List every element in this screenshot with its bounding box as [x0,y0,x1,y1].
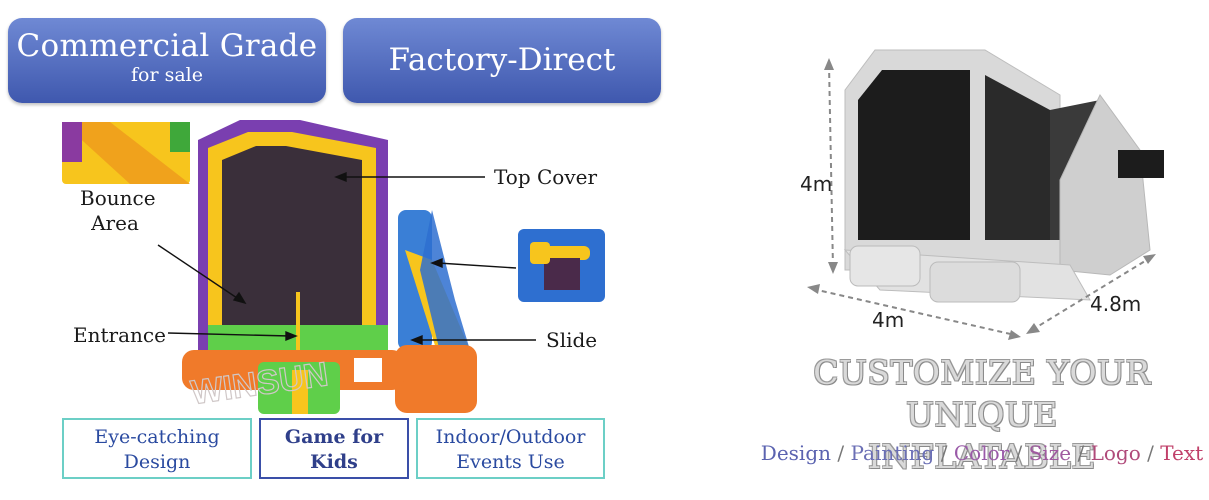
option-separator: / [1147,441,1154,465]
slide-structure [395,210,477,413]
customize-line1: CUSTOMIZE YOUR UNIQUE [813,353,1151,434]
dimension-lines [812,63,1151,336]
customize-line2: INFLATABLE [867,437,1097,476]
bounce-house-illustration: WINSUN [62,120,605,414]
bounce-area-line1: Bounce [80,186,156,210]
option-size: Size [1028,441,1072,465]
option-separator: / [1077,441,1085,465]
option-separator: / [1015,441,1023,465]
option-color: Color [953,441,1010,465]
top-cover-label: Top Cover [494,165,598,189]
commercial-grade-badge: Commercial Grade for sale [8,18,326,103]
option-logo: Logo [1090,441,1141,465]
bounce-area-line2: Area [91,211,139,235]
bounce-house [182,120,404,414]
feature-game-for-kids: Game for Kids [259,418,409,479]
entrance-label: Entrance [73,323,166,347]
feature-line2: Kids [310,451,358,473]
feature-line1: Indoor/Outdoor [435,426,586,448]
feature-line2: Design [123,451,191,473]
feature-line1: Game for [284,426,384,448]
width-dimension-label: 4m [872,308,905,332]
bounce-area-inset [62,122,190,184]
feature-eye-catching: Eye-catching Design [62,418,252,479]
option-separator: / [940,441,948,465]
height-dimension-label: 4m [800,172,833,196]
for-sale-text: for sale [131,64,203,86]
factory-direct-badge: Factory-Direct [343,18,661,103]
grey-bounce-house [843,49,1164,303]
option-design: Design [760,441,832,465]
callout-arrows [157,171,536,346]
option-separator: / [837,441,845,465]
commercial-grade-text: Commercial Grade [16,28,318,64]
model-illustration [807,49,1164,340]
feature-indoor-outdoor: Indoor/Outdoor Events Use [416,418,605,479]
depth-dimension-label: 4.8m [1090,292,1142,316]
slide-inset [518,229,605,302]
customize-heading: CUSTOMIZE YOUR UNIQUE INFLATABLE [752,352,1209,478]
customization-options: Design / Painting / Color / Size / Logo … [752,441,1209,465]
option-text: Text [1160,441,1204,465]
dimension-arrowheads [807,58,1156,340]
factory-direct-text: Factory-Direct [388,42,616,78]
option-painting: Painting [850,441,935,465]
slide-label: Slide [546,328,598,352]
bounce-area-label: Bounce Area [80,186,156,236]
feature-line2: Events Use [456,451,565,473]
feature-line1: Eye-catching [94,426,220,448]
